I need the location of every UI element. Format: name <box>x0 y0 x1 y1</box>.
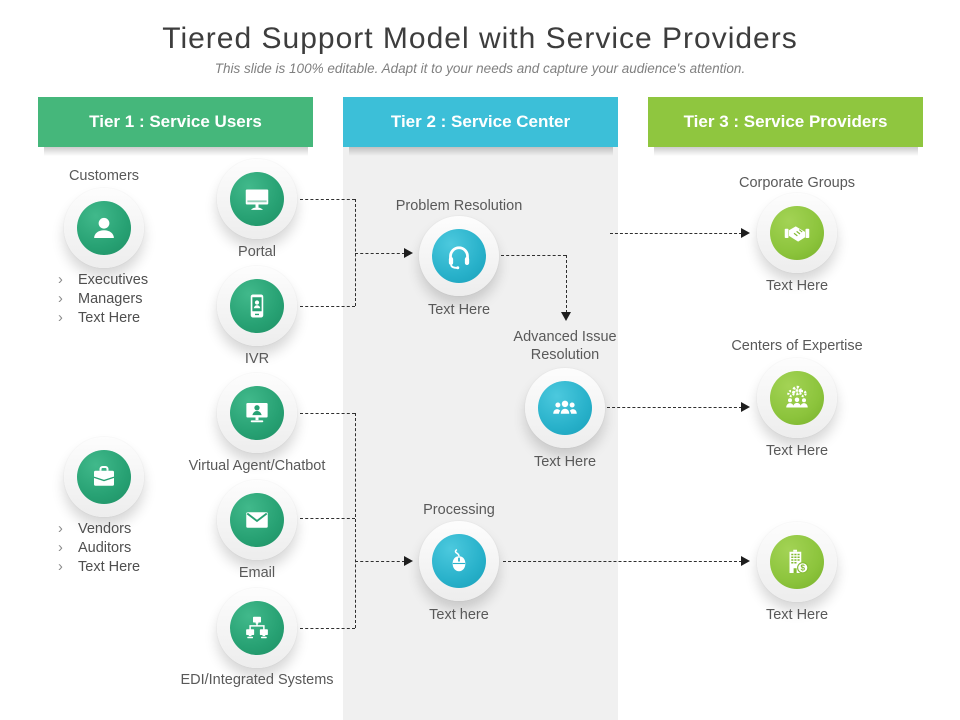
edi-node <box>217 588 297 668</box>
problem-resolution-caption: Text Here <box>427 302 491 318</box>
monitor-icon <box>245 189 269 210</box>
briefcase-icon <box>93 466 115 486</box>
tier3-header: Tier 3 : Service Providers <box>648 97 923 156</box>
arrowhead-right-icon <box>741 402 755 412</box>
vendors-bullet-list: ›Vendors ›Auditors ›Text Here <box>58 520 140 577</box>
tier1-header: Tier 1 : Service Users <box>38 97 313 156</box>
connector-junction-bottom <box>355 413 356 628</box>
svg-text:$: $ <box>801 564 806 573</box>
smartphone-user-icon <box>250 294 264 318</box>
chevron-bullet-icon: › <box>58 272 63 288</box>
chevron-bullet-icon: › <box>58 310 63 326</box>
arrowhead-right-icon <box>741 556 755 566</box>
chevron-bullet-icon: › <box>58 559 63 575</box>
advanced-issue-label: Advanced Issue Resolution <box>513 329 617 363</box>
bullet-item: ›Vendors <box>58 521 132 537</box>
chevron-bullet-icon: › <box>58 291 63 307</box>
ivr-label: IVR <box>244 351 270 367</box>
network-computers-icon <box>246 616 268 639</box>
bullet-item: ›Executives <box>58 272 149 288</box>
connector-ivr <box>300 306 355 307</box>
customers-label: Customers <box>68 168 140 184</box>
building-dollar-icon: $ <box>789 549 809 574</box>
processing-node <box>419 521 499 601</box>
chevron-bullet-icon: › <box>58 521 63 537</box>
connector-headset-out <box>501 255 566 256</box>
ivr-node <box>217 266 297 346</box>
corporate-groups-caption: Text Here <box>765 278 829 294</box>
finance-provider-caption: Text Here <box>765 607 829 623</box>
virtual-agent-node <box>217 373 297 453</box>
page-subtitle: This slide is 100% editable. Adapt it to… <box>214 61 746 76</box>
problem-resolution-label: Problem Resolution <box>395 198 523 214</box>
corporate-groups-node <box>757 193 837 273</box>
edi-label: EDI/Integrated Systems <box>180 672 334 688</box>
envelope-icon <box>246 512 268 528</box>
vendors-node <box>64 437 144 517</box>
centers-expertise-caption: Text Here <box>765 443 829 459</box>
connector-to-finance-provider <box>503 561 742 562</box>
customers-bullet-list: ›Executives ›Managers ›Text Here <box>58 271 148 328</box>
portal-label: Portal <box>238 244 276 260</box>
person-icon <box>94 217 114 238</box>
virtual-agent-label: Virtual Agent/Chatbot <box>188 458 326 474</box>
email-label: Email <box>238 565 276 581</box>
mouse-icon <box>452 549 466 572</box>
arrowhead-right-icon <box>404 248 418 258</box>
connector-email <box>300 518 355 519</box>
bullet-item: ›Text Here <box>58 559 141 575</box>
connector-junction-top <box>355 199 356 306</box>
arrowhead-right-icon <box>404 556 418 566</box>
connector-virtual-agent <box>300 413 355 414</box>
connector-to-corporate-groups <box>610 233 742 234</box>
corporate-groups-label: Corporate Groups <box>738 175 856 191</box>
arrowhead-right-icon <box>741 228 755 238</box>
processing-label: Processing <box>423 502 495 518</box>
bullet-item: ›Managers <box>58 291 143 307</box>
connector-down-to-advanced <box>566 255 567 313</box>
connector-to-processing <box>355 561 405 562</box>
email-node <box>217 480 297 560</box>
connector-to-centers-expertise <box>607 407 742 408</box>
gears-team-icon <box>786 385 808 408</box>
connector-portal <box>300 199 355 200</box>
portal-node <box>217 159 297 239</box>
agent-monitor-icon <box>246 403 268 423</box>
headset-icon <box>448 246 470 270</box>
connector-edi <box>300 628 355 629</box>
handshake-icon <box>784 226 810 242</box>
arrowhead-down-icon <box>561 312 571 326</box>
tier2-header: Tier 2 : Service Center <box>343 97 618 156</box>
processing-caption: Text here <box>429 607 489 623</box>
problem-resolution-node <box>419 216 499 296</box>
people-group-icon <box>553 400 577 414</box>
bullet-item: ›Text Here <box>58 310 141 326</box>
centers-expertise-node <box>757 358 837 438</box>
bullet-item: ›Auditors <box>58 540 132 556</box>
connector-to-problem-resolution <box>355 253 405 254</box>
chevron-bullet-icon: › <box>58 540 63 556</box>
page-title: Tiered Support Model with Service Provid… <box>162 22 798 55</box>
advanced-issue-caption: Text Here <box>533 454 597 470</box>
finance-provider-node: $ <box>757 522 837 602</box>
centers-expertise-label: Centers of Expertise <box>731 338 863 354</box>
advanced-issue-node <box>525 368 605 448</box>
customers-node <box>64 188 144 268</box>
